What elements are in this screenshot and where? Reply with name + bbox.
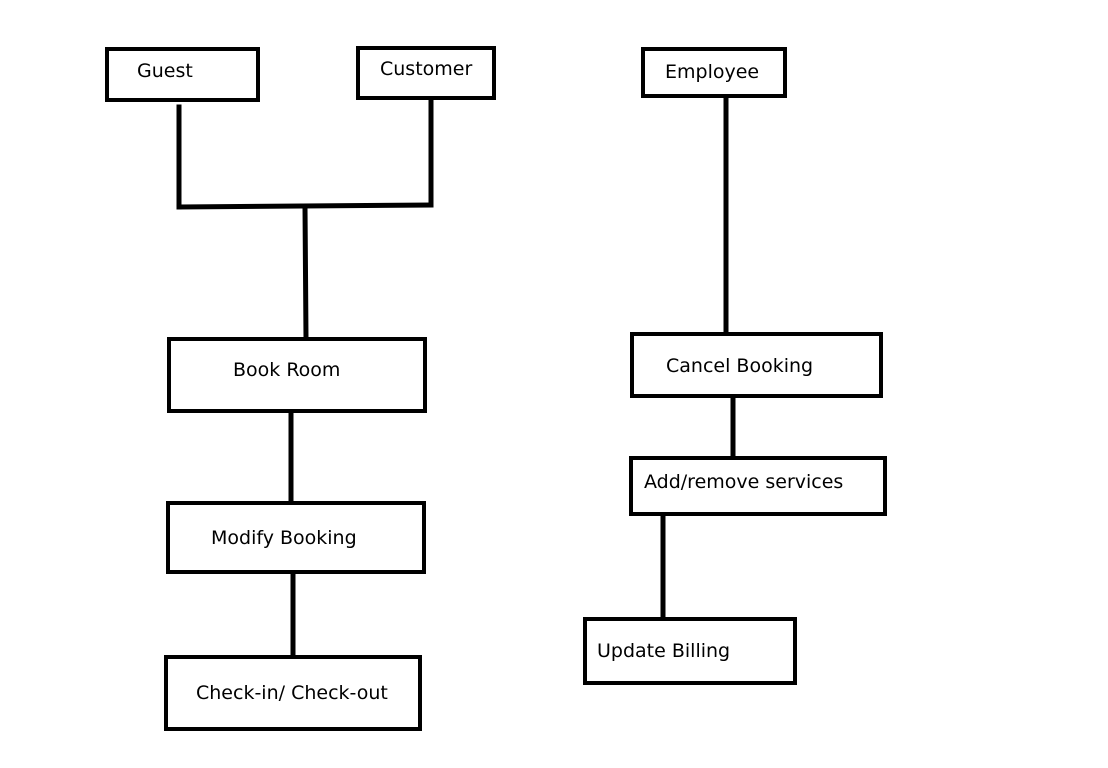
node-modify-booking: Modify Booking	[166, 501, 426, 574]
node-update-billing-box	[583, 617, 797, 685]
node-customer-box	[356, 46, 496, 100]
node-guest-box	[105, 47, 260, 102]
node-employee: Employee	[641, 47, 787, 98]
node-cancel-booking-label: Cancel Booking	[666, 355, 813, 377]
node-book-room-box	[167, 337, 427, 413]
node-modify-booking-box	[166, 501, 426, 574]
connectors	[176, 94, 736, 659]
node-employee-label: Employee	[665, 61, 759, 83]
node-add-remove-services-box	[629, 456, 887, 516]
node-cancel-booking-box	[630, 332, 883, 398]
node-update-billing: Update Billing	[583, 617, 797, 685]
node-guest: Guest	[105, 47, 260, 102]
node-add-remove-services-label: Add/remove services	[644, 471, 843, 493]
node-book-room-label: Book Room	[233, 359, 340, 381]
node-modify-booking-label: Modify Booking	[211, 527, 357, 549]
node-customer: Customer	[356, 46, 496, 100]
node-book-room: Book Room	[167, 337, 427, 413]
node-update-billing-label: Update Billing	[597, 640, 730, 662]
node-customer-label: Customer	[380, 58, 472, 80]
node-check-in-out-box	[164, 655, 422, 731]
node-guest-label: Guest	[137, 60, 193, 82]
node-check-in-out: Check-in/ Check-out	[164, 655, 422, 731]
node-check-in-out-label: Check-in/ Check-out	[196, 682, 388, 704]
node-cancel-booking: Cancel Booking	[630, 332, 883, 398]
edge-join-to-book-room	[302, 204, 309, 341]
node-add-remove-services: Add/remove services	[629, 456, 887, 516]
node-employee-box	[641, 47, 787, 98]
